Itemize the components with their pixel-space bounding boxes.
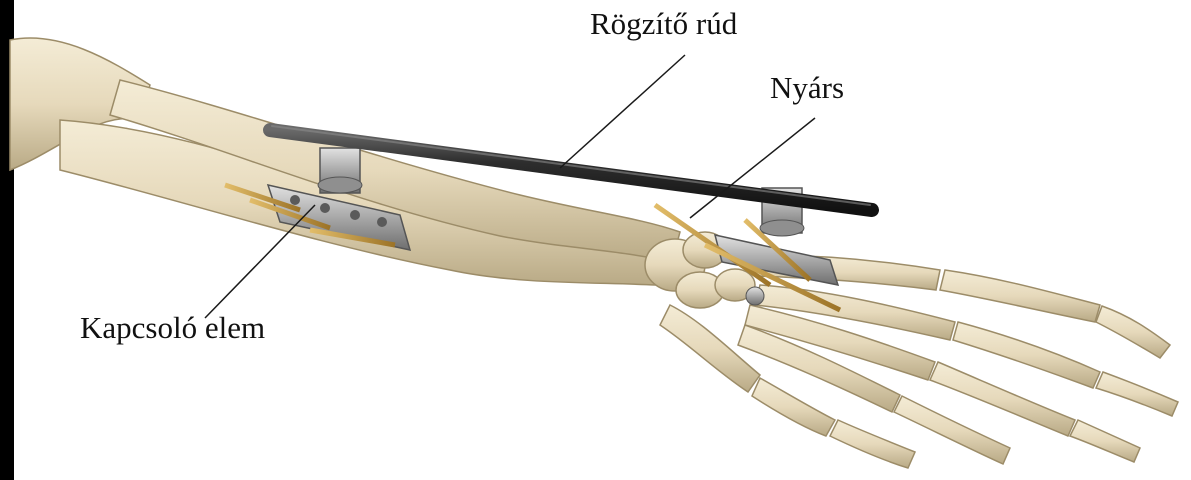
label-pin: Nyárs <box>770 72 844 103</box>
label-clamp: Kapcsoló elem <box>80 312 265 343</box>
finger-bones <box>738 255 1178 464</box>
leader-line-fixation-rod <box>560 55 685 168</box>
label-fixation-rod: Rögzítő rúd <box>590 8 737 39</box>
